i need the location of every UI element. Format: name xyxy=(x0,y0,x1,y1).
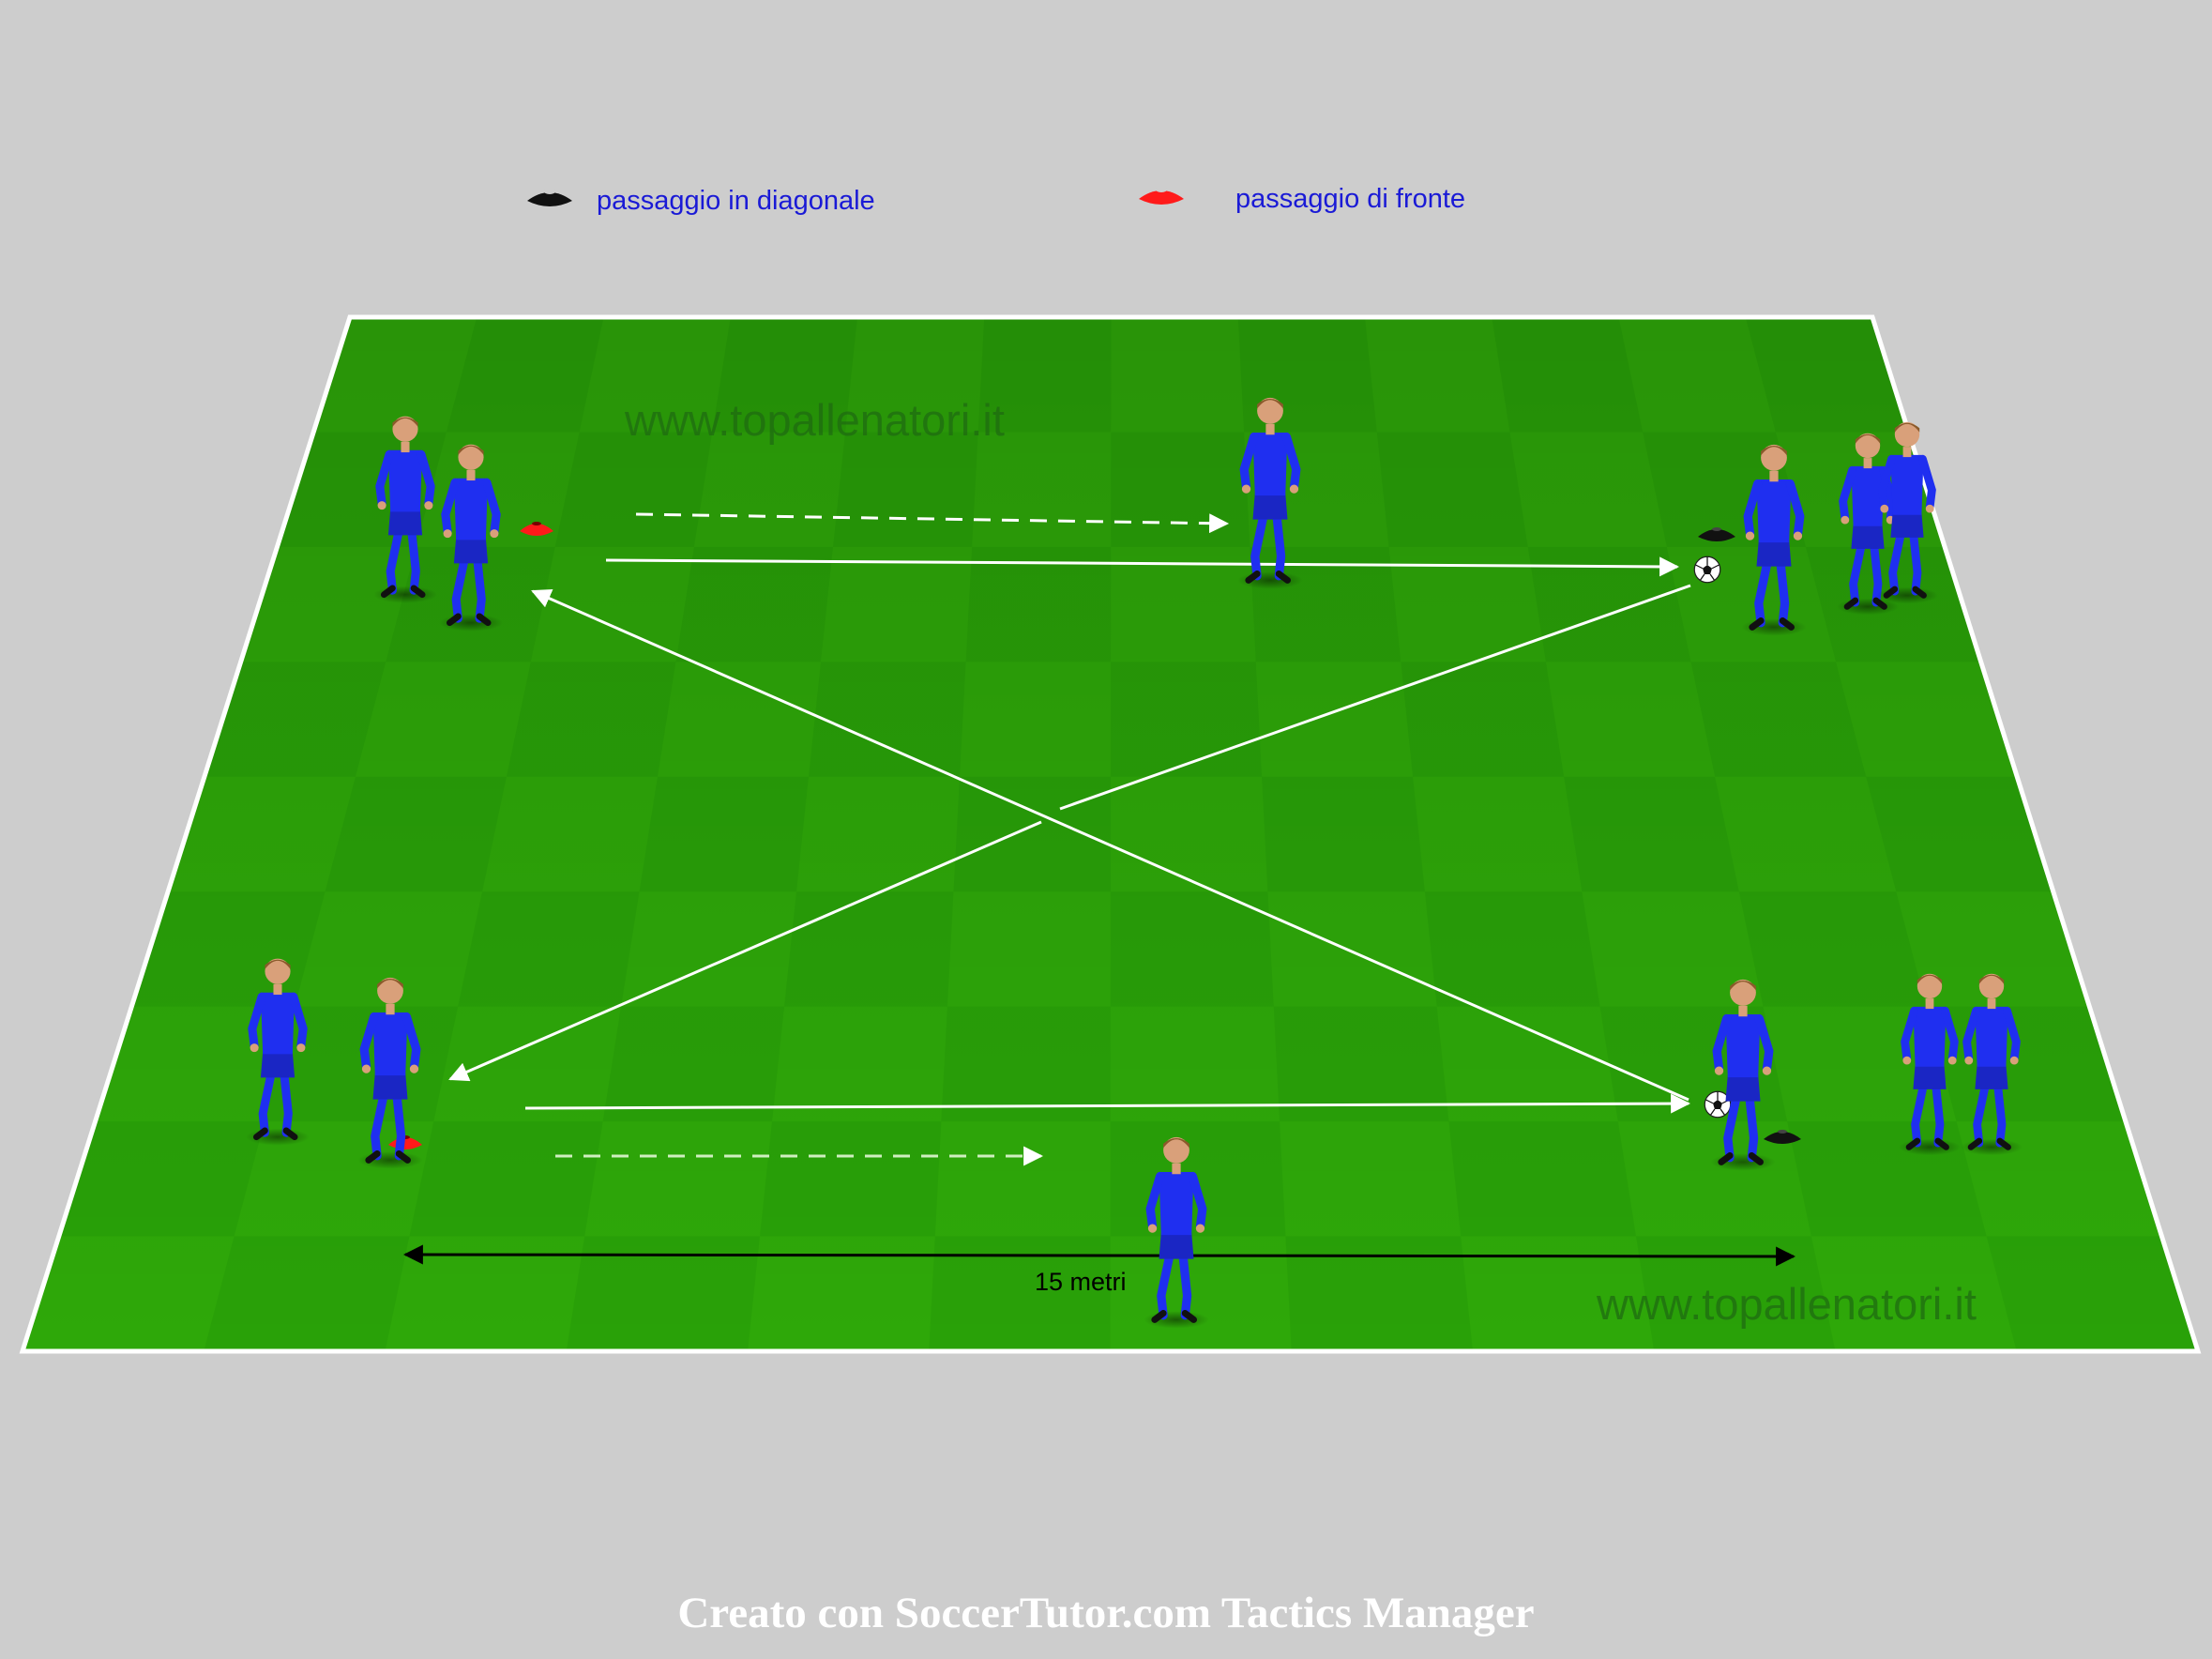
legend-label-diagonal: passaggio in diagonale xyxy=(597,186,875,216)
cone-hole xyxy=(544,189,555,194)
watermark-bottom: www.topallenatori.it xyxy=(1596,1279,1977,1329)
diagonal-pass-arrow-to-top-left xyxy=(531,588,1689,1102)
black-cone-icon xyxy=(527,192,572,206)
pass-arrow-top xyxy=(605,556,1680,577)
dimension-measure: 15 metri xyxy=(402,1244,1796,1296)
pass-lines xyxy=(448,512,1691,1166)
legend-item-front: passaggio di fronte xyxy=(1139,184,1465,214)
cone-hole xyxy=(1156,187,1167,192)
red-cone-top-left xyxy=(520,522,553,536)
legend-item-diagonal: passaggio in diagonale xyxy=(527,186,875,216)
black-cone-bottom-right xyxy=(1764,1130,1801,1144)
dribble-arrow-top xyxy=(635,512,1230,534)
pitch-shading xyxy=(23,317,2198,1351)
black-cone-top-right xyxy=(1698,527,1735,541)
footer-credit: Creato con SoccerTutor.com Tactics Manag… xyxy=(677,1589,1534,1637)
ball-top-right xyxy=(1693,556,1721,584)
red-cone-icon xyxy=(1139,190,1184,205)
legend-label-front: passaggio di fronte xyxy=(1235,184,1465,214)
dimension-arrow xyxy=(402,1244,1796,1267)
pitch-boundary-line xyxy=(19,314,2202,1354)
diagonal-pass-arrow-to-bottom-left-b xyxy=(448,820,1042,1082)
pass-arrow-bottom xyxy=(524,1093,1691,1114)
legend: passaggio in diagonale passaggio di fron… xyxy=(527,184,1465,216)
dimension-label: 15 metri xyxy=(1035,1268,1127,1296)
diagonal-pass-arrow-to-bottom-left-a xyxy=(1059,584,1691,811)
watermark-top: www.topallenatori.it xyxy=(624,395,1005,445)
